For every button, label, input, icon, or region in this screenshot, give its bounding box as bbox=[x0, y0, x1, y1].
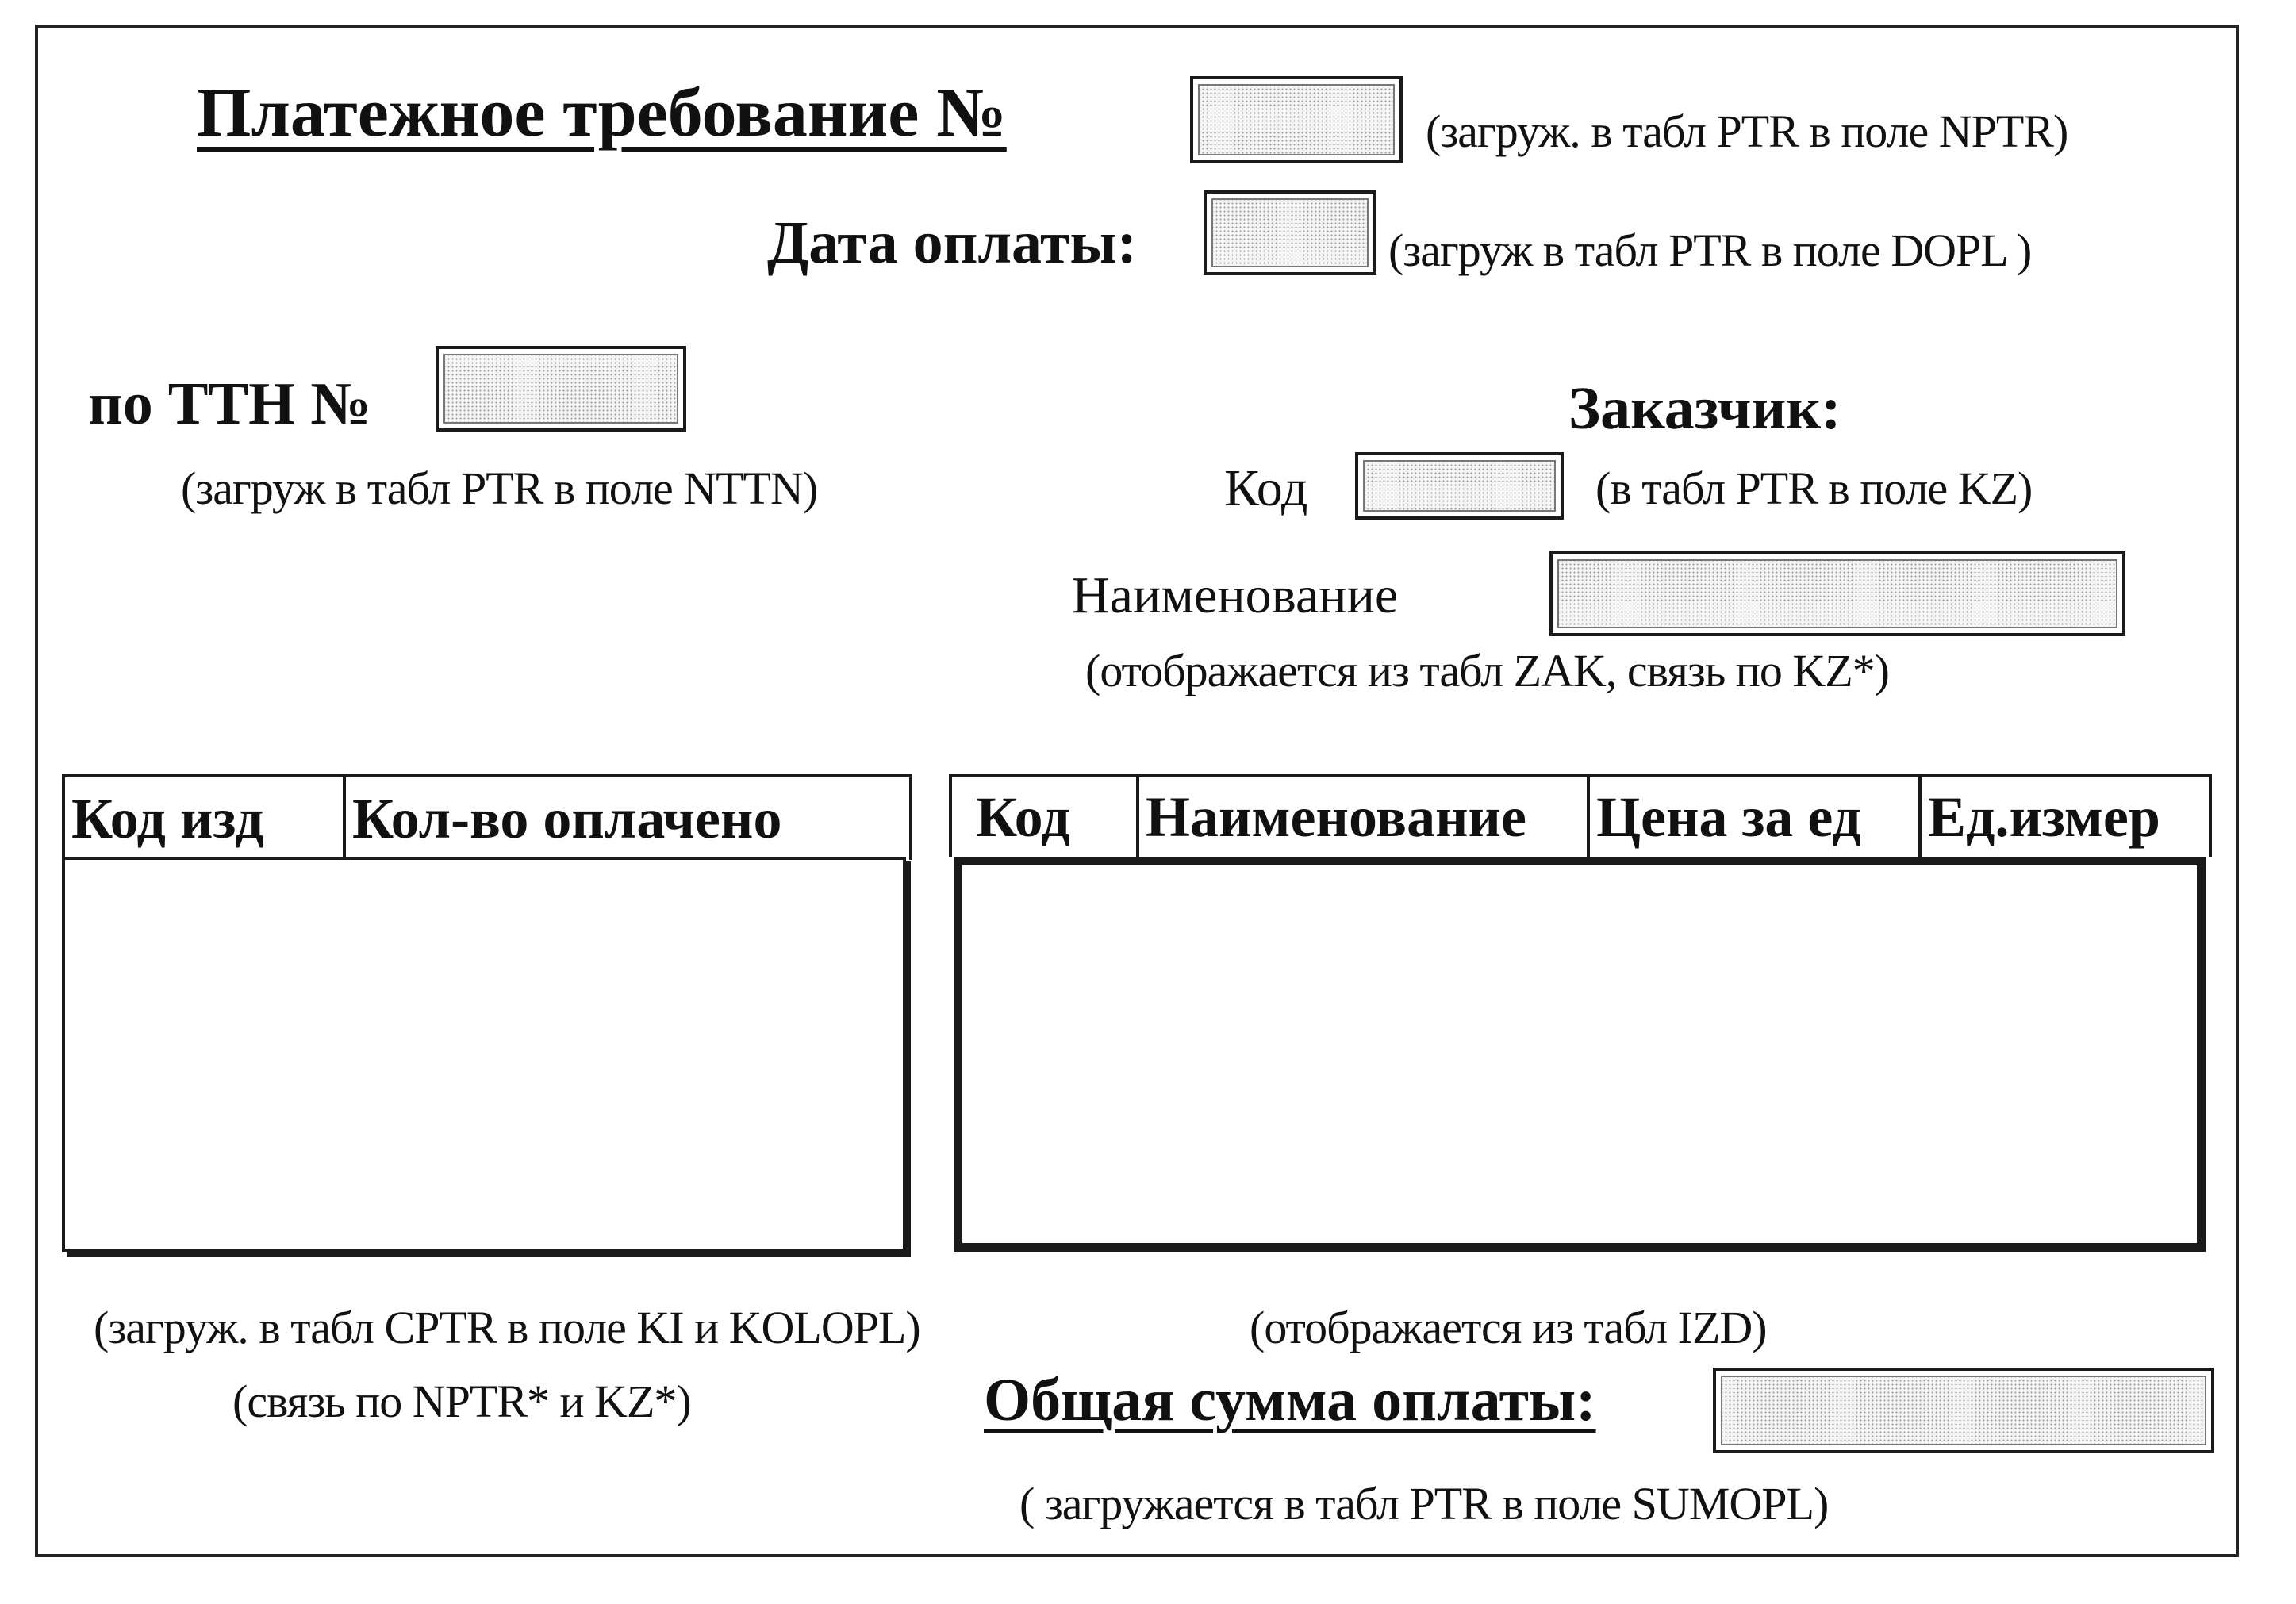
customer-code-label: Код bbox=[1224, 459, 1308, 517]
paid-items-grid[interactable]: Код изд Кол-во оплачено bbox=[62, 774, 912, 1272]
product-grid-body[interactable] bbox=[954, 857, 2206, 1252]
customer-heading: Заказчик: bbox=[1568, 375, 1841, 442]
column-header-code[interactable]: Код bbox=[952, 777, 1139, 857]
customer-name-input[interactable] bbox=[1549, 551, 2125, 636]
ttn-note: (загруж в табл PTR в поле NTTN) bbox=[181, 462, 818, 514]
paid-grid-header: Код изд Кол-во оплачено bbox=[62, 774, 912, 860]
total-note: ( загружается в табл PTR в поле SUMOPL) bbox=[1019, 1478, 1829, 1529]
product-grid-note: (отображается из табл IZD) bbox=[1250, 1302, 1768, 1353]
paid-grid-link-note: (связь по NPTR* и KZ*) bbox=[232, 1376, 692, 1427]
payment-date-label: Дата оплаты: bbox=[767, 209, 1138, 276]
payment-date-note: (загруж в табл PTR в поле DOPL ) bbox=[1388, 224, 2032, 276]
customer-name-label: Наименование bbox=[1072, 566, 1399, 624]
column-header-name[interactable]: Наименование bbox=[1139, 777, 1590, 857]
column-header-unit[interactable]: Ед.измер bbox=[1928, 785, 2160, 849]
column-header-product-code[interactable]: Код изд bbox=[65, 777, 346, 860]
product-grid-header: Код Наименование Цена за ед Ед.измер bbox=[949, 774, 2212, 857]
paid-grid-body[interactable] bbox=[62, 857, 906, 1252]
form-frame bbox=[35, 25, 2239, 1557]
column-header-paid-qty[interactable]: Кол-во оплачено bbox=[352, 786, 782, 850]
nptr-input[interactable] bbox=[1190, 76, 1403, 163]
total-label: Общая сумма оплаты: bbox=[984, 1367, 1596, 1433]
payment-date-input[interactable] bbox=[1204, 190, 1376, 275]
paid-grid-note: (загруж. в табл CPTR в поле KI и KOLOPL) bbox=[94, 1302, 921, 1353]
column-header-unit-price[interactable]: Цена за ед bbox=[1590, 777, 1922, 857]
total-input[interactable] bbox=[1713, 1368, 2214, 1453]
customer-name-note: (отображается из табл ZAK, связь по KZ*) bbox=[1085, 645, 1890, 696]
product-grid[interactable]: Код Наименование Цена за ед Ед.измер bbox=[949, 774, 2212, 1272]
form-title: Платежное требование № bbox=[197, 75, 1007, 152]
ttn-label: по ТТН № bbox=[88, 370, 371, 437]
customer-code-input[interactable] bbox=[1355, 452, 1564, 520]
ttn-input[interactable] bbox=[436, 346, 686, 432]
nptr-note: (загруж. в табл PTR в поле NPTR) bbox=[1426, 106, 2068, 157]
customer-code-note: (в табл PTR в поле KZ) bbox=[1595, 462, 2033, 514]
